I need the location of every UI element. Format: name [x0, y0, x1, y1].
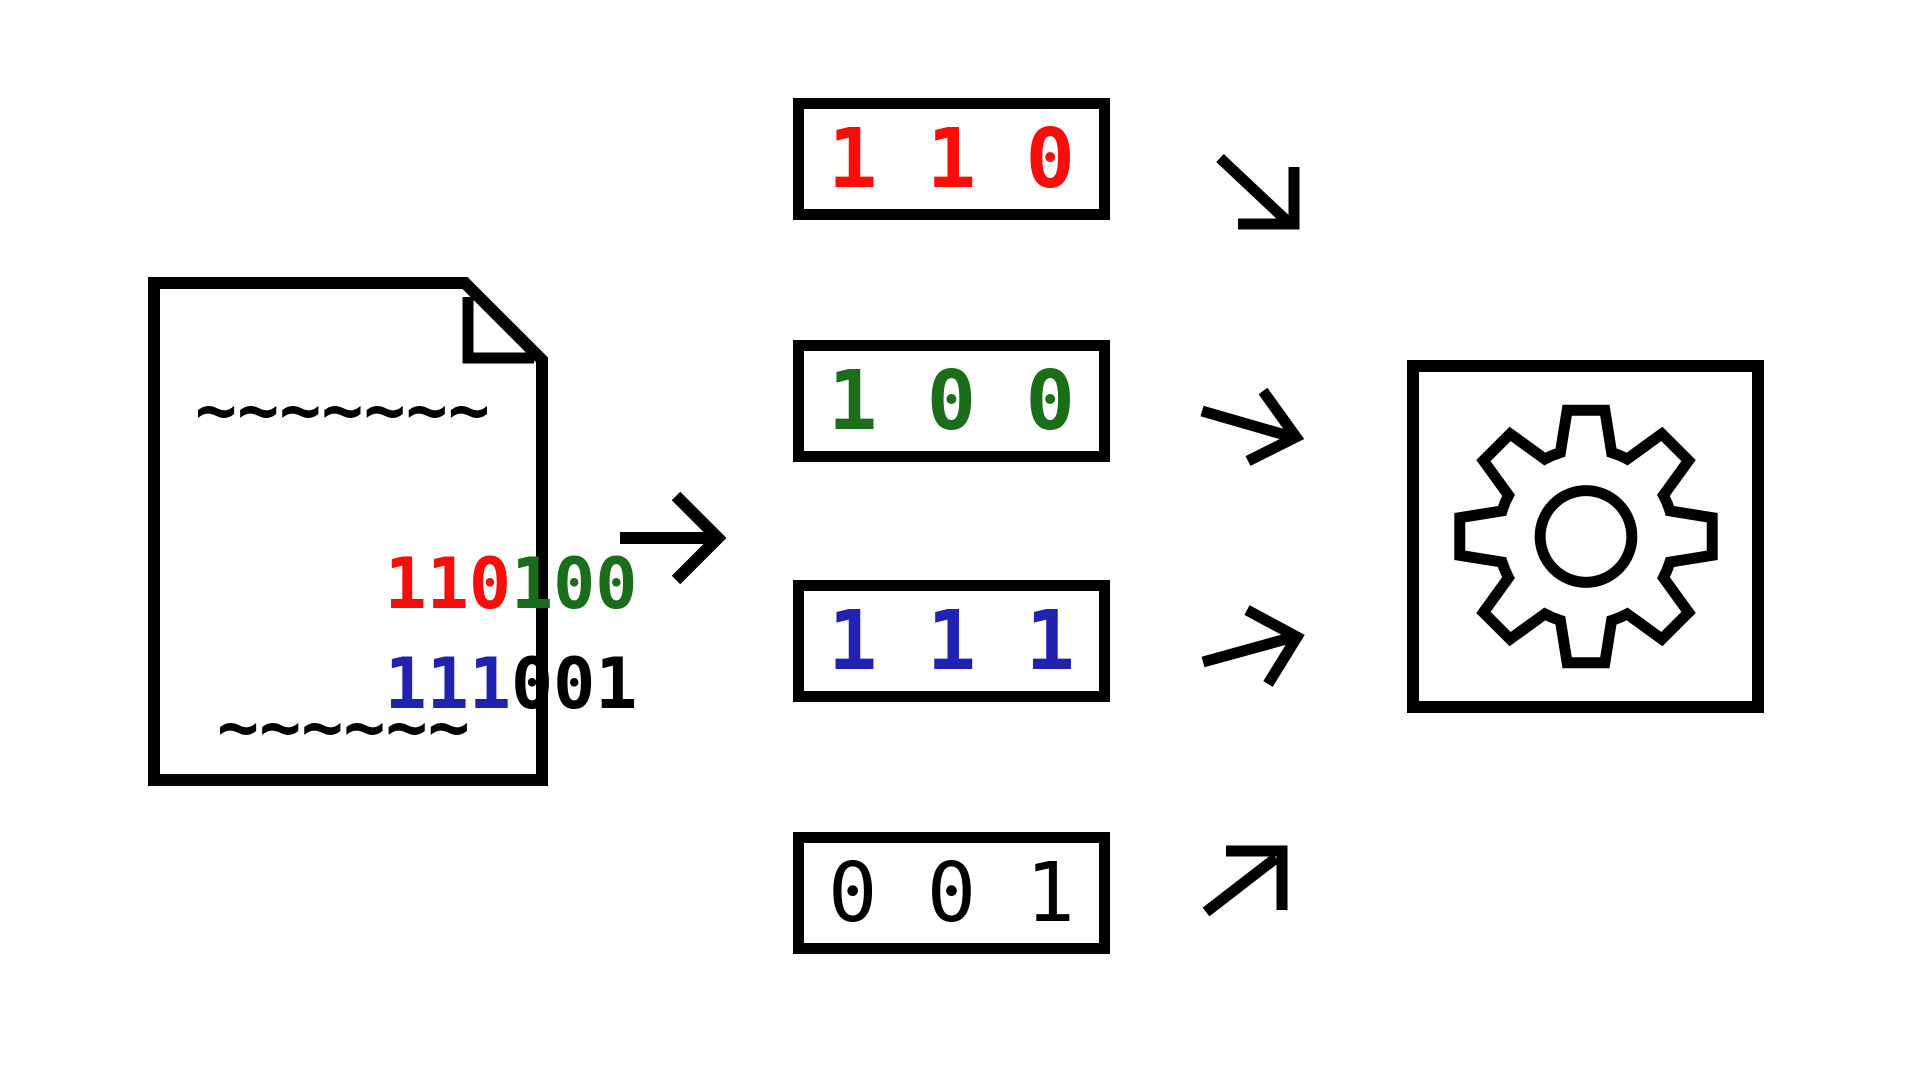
document-fold-corner [462, 297, 534, 364]
document-icon [148, 277, 548, 786]
chunk-box-2: 1 0 0 [793, 340, 1110, 462]
right-arrow-shape [620, 491, 727, 585]
chunk-box-1: 1 1 0 [793, 98, 1110, 220]
chunk-bits-green: 1 0 0 [828, 353, 1075, 449]
arrow-up-right-shape [1202, 845, 1288, 917]
document-binary-line-1: 110100 [216, 476, 638, 692]
right-arrow-icon [620, 491, 727, 585]
binary-segment-green: 100 [511, 543, 638, 625]
chunk-bits-blue: 1 1 1 [828, 593, 1075, 689]
binary-segment-blue: 111 [384, 643, 512, 725]
arrow-down-right-shape [1216, 153, 1300, 230]
arrow-up-right-icon [1202, 845, 1288, 917]
arrow-down-right-icon [1216, 153, 1300, 230]
document-squiggle-top: ~~~~~~~ [195, 369, 491, 451]
document-binary-line-2: 111001 [216, 576, 638, 792]
arrow-right-slight-down-shape [1200, 387, 1305, 466]
processor-box [1407, 360, 1764, 713]
arrow-right-slight-down-icon [1200, 387, 1305, 466]
gear-icon [1453, 404, 1718, 669]
document-outline [148, 277, 548, 786]
chunk-box-4: 0 0 1 [793, 832, 1110, 954]
arrow-right-slight-up-icon [1201, 605, 1305, 687]
chunk-bits-red: 1 1 0 [828, 111, 1075, 207]
arrow-right-slight-up-shape [1201, 605, 1305, 687]
binary-segment-red: 110 [384, 543, 512, 625]
chunk-bits-black: 0 0 1 [828, 845, 1075, 941]
gear-center-hole [1534, 485, 1637, 588]
binary-segment-black: 001 [511, 643, 638, 725]
document-squiggle-bottom: ~~~~~~ [217, 686, 470, 768]
chunk-box-3: 1 1 1 [793, 580, 1110, 702]
